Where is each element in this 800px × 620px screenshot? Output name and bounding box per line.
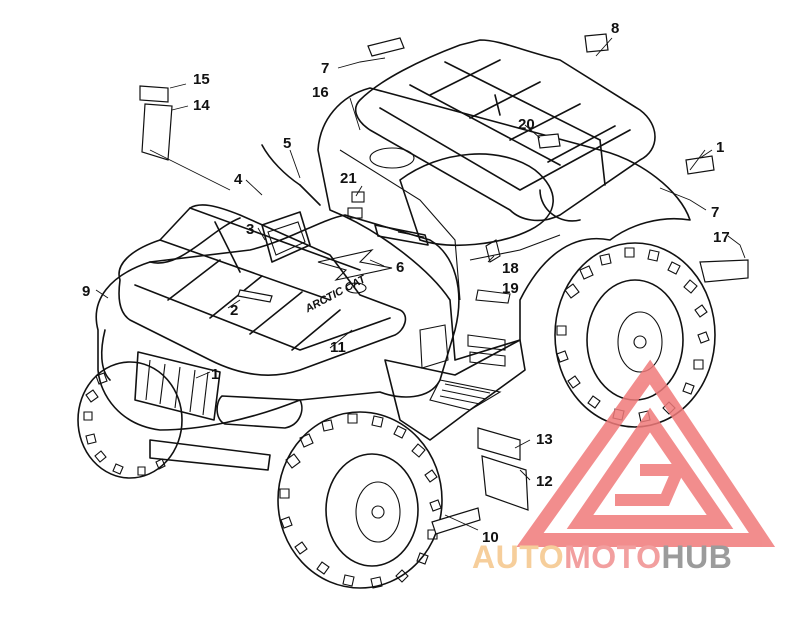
callout-8: 8 bbox=[611, 20, 619, 37]
callout-7-top: 7 bbox=[321, 60, 329, 77]
watermark-logo: AUTOMOTOHUB bbox=[472, 359, 776, 575]
callout-14: 14 bbox=[193, 97, 210, 114]
callout-18: 18 bbox=[502, 260, 519, 277]
watermark-triangle-icon bbox=[516, 359, 776, 547]
callout-4: 4 bbox=[234, 171, 243, 188]
callout-9: 9 bbox=[82, 283, 90, 300]
front-left-wheel bbox=[77, 361, 183, 479]
callout-5: 5 bbox=[283, 135, 291, 152]
callout-12: 12 bbox=[536, 473, 553, 490]
callout-15: 15 bbox=[193, 71, 210, 88]
front-rack bbox=[100, 204, 407, 381]
callout-labels: 1 1 2 3 4 5 6 7 7 8 9 10 11 12 13 14 15 … bbox=[82, 20, 730, 546]
callout-6: 6 bbox=[396, 259, 404, 276]
rear-rack bbox=[354, 39, 656, 222]
callout-1-right: 1 bbox=[716, 139, 724, 156]
callout-20: 20 bbox=[518, 116, 535, 133]
watermark-auto: AUTO bbox=[472, 539, 564, 575]
callout-7-right: 7 bbox=[711, 204, 719, 221]
callout-2: 2 bbox=[230, 302, 238, 319]
front-right-wheel bbox=[277, 411, 443, 589]
callout-13: 13 bbox=[536, 431, 553, 448]
rear-wheel bbox=[554, 242, 716, 428]
watermark-hub: HUB bbox=[661, 539, 732, 575]
watermark-g-mark-icon bbox=[615, 464, 688, 506]
callout-21: 21 bbox=[340, 170, 357, 187]
callout-16: 16 bbox=[312, 84, 329, 101]
callout-10: 10 bbox=[482, 529, 499, 546]
watermark-moto: MOTO bbox=[564, 539, 661, 575]
callout-1-grille: 1 bbox=[211, 366, 219, 383]
loose-decals bbox=[139, 33, 749, 535]
callout-11: 11 bbox=[330, 339, 346, 356]
leader-lines bbox=[95, 37, 746, 531]
callout-19: 19 bbox=[502, 280, 519, 297]
watermark-text: AUTOMOTOHUB bbox=[472, 539, 732, 575]
callout-3: 3 bbox=[246, 221, 254, 238]
callout-17: 17 bbox=[713, 229, 730, 246]
